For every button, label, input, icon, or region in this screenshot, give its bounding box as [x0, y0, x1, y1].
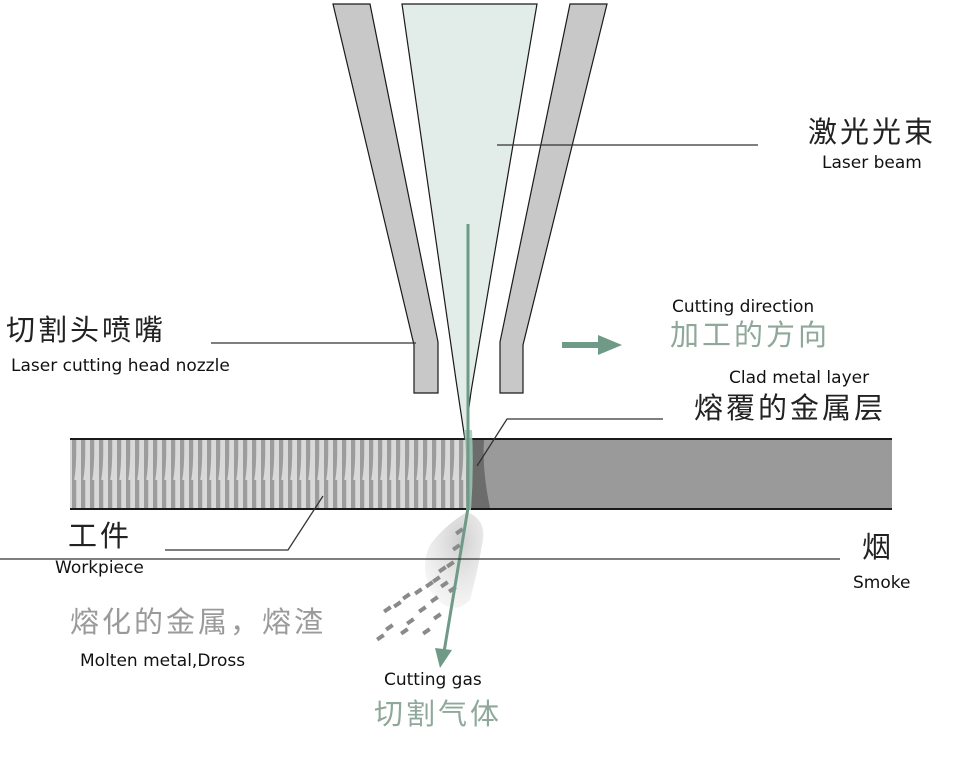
- dross-particle: [440, 580, 449, 589]
- label-laser-beam-zh: 激光光束: [808, 115, 937, 149]
- dross-particle: [414, 587, 423, 596]
- dross-particle: [433, 612, 442, 621]
- dross-particle: [402, 592, 411, 601]
- dross-particle: [454, 527, 464, 536]
- dross-particle: [422, 627, 431, 636]
- label-laser-beam-en: Laser beam: [822, 153, 922, 173]
- label-cutting-gas-zh: 切割气体: [374, 697, 503, 731]
- dross-particles: [376, 527, 464, 642]
- label-workpiece-en: Workpiece: [55, 558, 144, 578]
- label-molten-metal-en: Molten metal,Dross: [80, 651, 246, 671]
- label-cutting-direction-en: Cutting direction: [672, 297, 815, 317]
- dross-particle: [400, 627, 409, 636]
- label-workpiece-zh: 工件: [68, 519, 133, 553]
- workpiece-cut-surface: [70, 440, 466, 508]
- leader-workpiece: [165, 495, 324, 551]
- label-nozzle-en: Laser cutting head nozzle: [11, 356, 230, 376]
- workpiece-solid: [466, 440, 892, 508]
- dross-particle: [452, 543, 461, 552]
- cutting-gas-arrowhead: [435, 648, 452, 668]
- dross-particle: [431, 575, 441, 584]
- label-smoke-zh: 烟: [862, 530, 895, 564]
- smoke-cloud: [425, 512, 484, 608]
- dross-particle: [418, 605, 427, 614]
- nozzle-right-wall: [499, 3, 608, 394]
- dross-particle: [382, 605, 392, 614]
- label-clad-metal-zh: 熔覆的金属层: [694, 391, 887, 425]
- dross-particle: [425, 580, 434, 589]
- dross-particle: [445, 560, 455, 569]
- dross-particle: [385, 623, 394, 632]
- dross-particle: [438, 565, 447, 574]
- dross-particle: [406, 617, 415, 626]
- clad-metal-layer: [468, 440, 490, 508]
- leader-clad-metal: [476, 418, 663, 467]
- dross-particle: [376, 633, 385, 642]
- nozzle-left-wall: [332, 3, 439, 394]
- label-clad-metal-en: Clad metal layer: [729, 368, 870, 388]
- label-nozzle-zh: 切割头喷嘴: [6, 313, 167, 347]
- label-cutting-gas-en: Cutting gas: [384, 670, 482, 690]
- dross-particle: [393, 600, 402, 609]
- label-molten-metal-zh: 熔化的金属，熔渣: [70, 605, 327, 639]
- label-cutting-direction-zh: 加工的方向: [670, 318, 831, 352]
- label-smoke-en: Smoke: [853, 573, 911, 593]
- dross-particle: [429, 595, 439, 604]
